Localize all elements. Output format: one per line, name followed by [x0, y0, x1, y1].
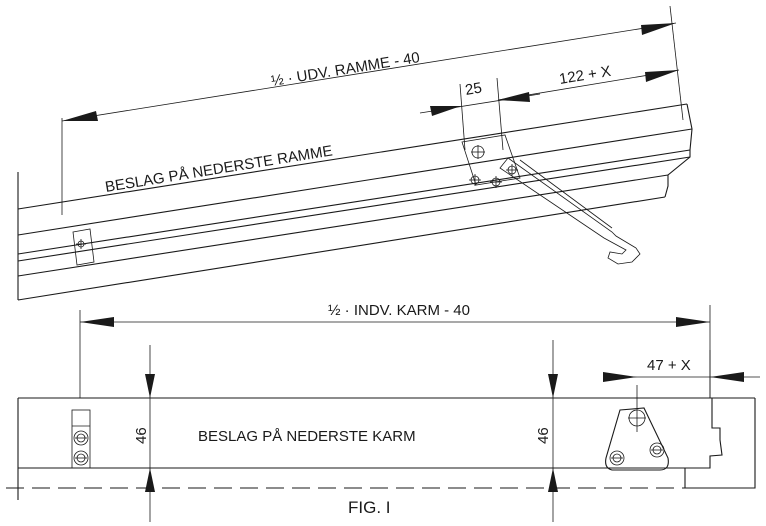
dim-label-47x: 47 + X — [647, 357, 691, 374]
frame-right-end — [664, 103, 693, 198]
arrowhead — [676, 317, 710, 327]
frame-edge-3 — [17, 149, 691, 255]
casing-view: ½ · INDV. KARM - 40 46 BESLAG PÅ NEDERST… — [6, 302, 760, 522]
frame-edge-2 — [17, 128, 693, 236]
frame-edge-4 — [17, 156, 691, 262]
arrowhead — [145, 374, 155, 398]
screw-icon — [73, 430, 89, 446]
screw-icon — [609, 450, 625, 466]
screw-icon — [73, 450, 89, 466]
frame-edge-bottom — [17, 196, 666, 301]
arrowhead — [145, 468, 155, 492]
arrowhead — [80, 317, 114, 327]
part-label-frame: BESLAG PÅ NEDERSTE RAMME — [104, 142, 334, 196]
dim-label-46-left: 46 — [133, 427, 150, 444]
arrowhead — [548, 468, 558, 492]
dim-label-46-right: 46 — [535, 427, 552, 444]
dim-line-overall-top — [61, 22, 677, 122]
arrowhead — [62, 111, 98, 121]
casing-right-profile — [684, 398, 756, 489]
frame-edge-5 — [17, 174, 669, 277]
dim-label-overall-bottom: ½ · INDV. KARM - 40 — [328, 302, 470, 319]
part-label-casing: BESLAG PÅ NEDERSTE KARM — [198, 428, 416, 445]
arrowhead — [645, 70, 679, 82]
swing-arm — [499, 157, 641, 265]
hinge-plate-karm — [605, 407, 669, 471]
dim-label-122x: 122 + X — [558, 63, 612, 88]
screw-icon — [649, 442, 665, 458]
hinge-plate-outline — [461, 134, 521, 186]
arrowhead — [710, 372, 744, 382]
frame-edge-top — [17, 103, 688, 210]
arrowhead — [430, 106, 461, 116]
left-bracket-outline — [72, 228, 95, 266]
arrowhead — [641, 23, 676, 35]
figure-caption: FIG. I — [348, 498, 391, 517]
sash-frame-view: ½ · UDV. RAMME - 40 25 122 + X BESLAG PÅ… — [17, 5, 693, 301]
dim-label-overall-top: ½ · UDV. RAMME - 40 — [270, 49, 421, 90]
dim-label-25: 25 — [464, 79, 483, 98]
left-karm-bracket — [71, 409, 91, 469]
arrowhead — [548, 374, 558, 398]
arrowhead — [603, 372, 637, 382]
